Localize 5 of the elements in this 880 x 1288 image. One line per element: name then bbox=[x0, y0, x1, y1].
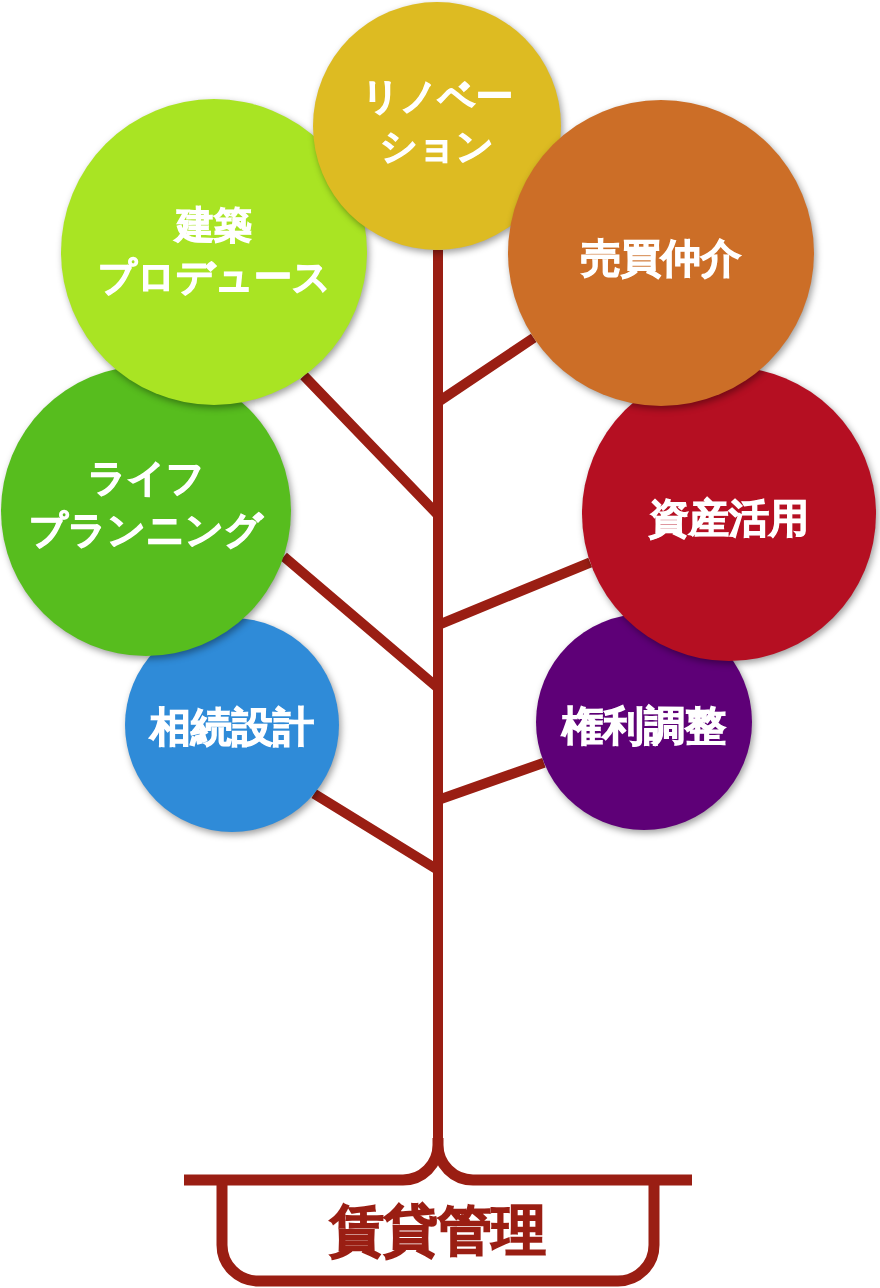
circle-node: 相続設計 bbox=[125, 618, 339, 832]
circle-node: 権利調整 bbox=[536, 614, 752, 830]
root-bracket: 賃貸管理 bbox=[180, 1138, 696, 1288]
circle-node: 売買仲介 bbox=[508, 100, 814, 406]
circle-node: 建築プロデュース bbox=[61, 99, 367, 405]
